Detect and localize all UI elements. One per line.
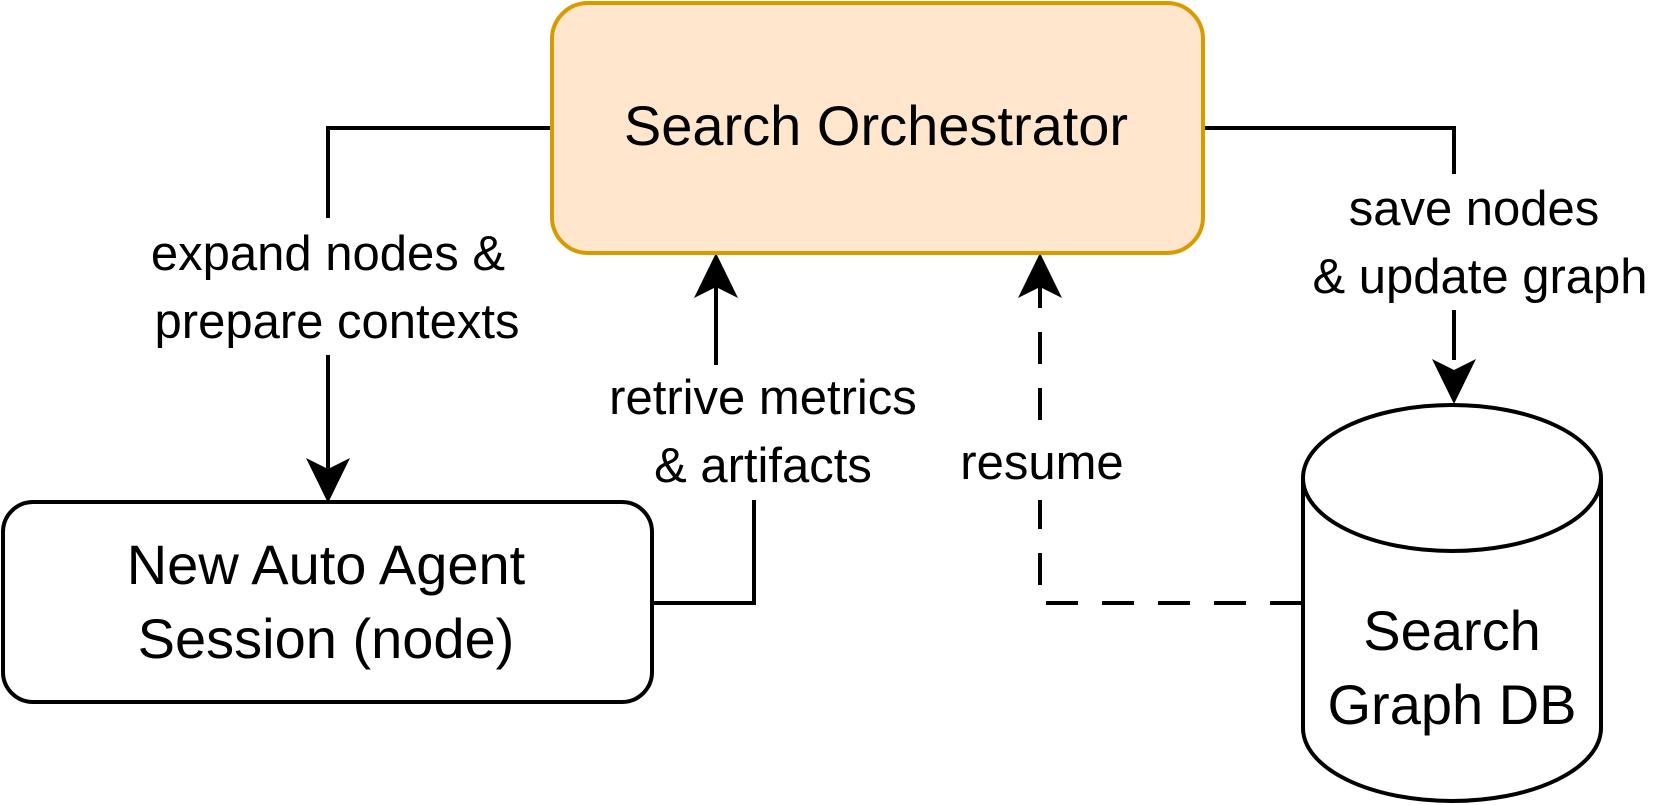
edge-label-retrieve: retrive metrics & artifacts	[609, 371, 917, 493]
edge-label-save: save nodes & update graph	[1312, 182, 1647, 304]
expand-label-line-1: expand nodes &	[151, 227, 505, 281]
session-label-line-2: Session (node)	[138, 607, 515, 670]
save-label-line-2: & update graph	[1312, 250, 1647, 304]
node-agent-session[interactable]: New Auto Agent Session (node)	[1, 500, 654, 704]
retrieve-label-line-2: & artifacts	[654, 439, 872, 493]
edge-resume-arrowhead	[1018, 253, 1062, 298]
resume-label: resume	[960, 436, 1123, 490]
session-box	[1, 500, 654, 704]
graph-db-cylinder-rim	[1301, 477, 1603, 553]
graph-db-label-line-1: Search	[1363, 599, 1540, 662]
edge-save-line	[1204, 126, 1456, 360]
save-label-line-1: save nodes	[1349, 182, 1600, 236]
retrieve-label-line-1: retrive metrics	[609, 371, 917, 425]
edge-resume-line	[1038, 285, 1302, 605]
edge-label-expand: expand nodes & prepare contexts	[151, 227, 520, 349]
session-label-line-1: New Auto Agent	[127, 533, 526, 596]
node-search-graph-db[interactable]: Search Graph DB	[1301, 403, 1603, 803]
orchestrator-box	[550, 1, 1205, 255]
edge-retrieve-line	[653, 285, 756, 605]
graph-db-cylinder-body	[1301, 403, 1603, 803]
graph-db-label-line-2: Graph DB	[1328, 673, 1577, 736]
edge-retrieve-arrowhead	[694, 253, 738, 298]
edge-expand-arrowhead	[306, 458, 350, 503]
edge-label-resume: resume	[960, 436, 1123, 490]
orchestrator-label: Search Orchestrator	[624, 94, 1128, 157]
expand-label-line-2: prepare contexts	[155, 295, 520, 349]
node-search-orchestrator[interactable]: Search Orchestrator	[550, 1, 1205, 255]
edge-save-arrowhead	[1432, 359, 1476, 404]
